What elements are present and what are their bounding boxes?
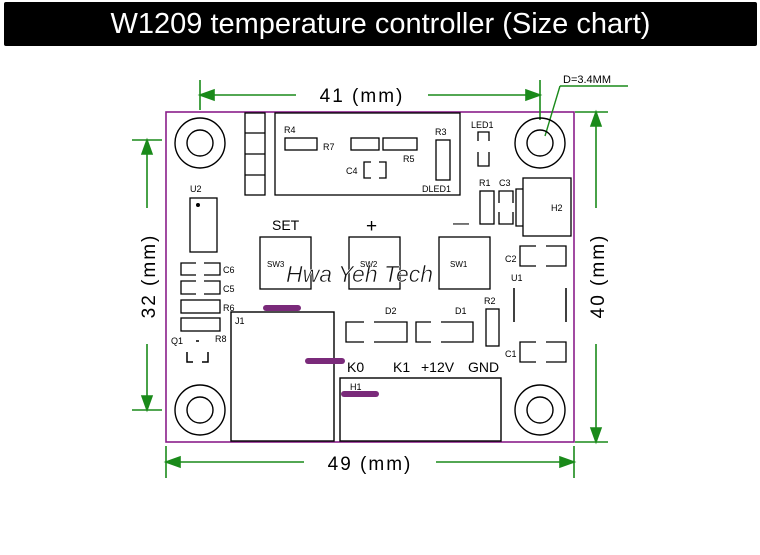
label-minus: —: [453, 215, 469, 232]
d1-outline: [415, 321, 474, 343]
label-sw1: SW1: [450, 260, 468, 269]
label-r4: R4: [284, 125, 296, 135]
label-u1: U1: [511, 273, 523, 283]
label-set: SET: [272, 217, 300, 233]
label-q1: Q1: [171, 336, 183, 346]
r8-outline: [180, 317, 221, 332]
page-title: W1209 temperature controller (Size chart…: [110, 8, 651, 40]
terminal-gnd: GND: [468, 359, 499, 375]
label-r8: R8: [215, 334, 227, 344]
label-c3: C3: [499, 178, 511, 188]
hole-diameter-label: D=3.4MM: [563, 74, 611, 86]
c2-outline: [519, 245, 567, 267]
c5-outline: [180, 280, 221, 295]
label-c1: C1: [505, 349, 517, 359]
label-c5: C5: [223, 284, 235, 294]
label-d2: D2: [385, 306, 397, 316]
dimension-left-label: 32 (mm): [139, 234, 160, 319]
label-h1: H1: [350, 382, 362, 392]
u1-outline: [513, 288, 567, 322]
label-d1: D1: [455, 306, 467, 316]
label-led1: LED1: [471, 120, 494, 130]
relay-j1: [230, 311, 335, 442]
label-u2: U2: [190, 184, 202, 194]
q1-outline: [186, 352, 209, 363]
label-r3: R3: [435, 127, 447, 137]
mounting-hole-bottom-left: [174, 384, 226, 436]
terminal-block-h1: [339, 377, 502, 442]
u2-chip: [189, 197, 218, 253]
label-r5: R5: [403, 154, 415, 164]
dimension-width-label: 41 (mm): [320, 86, 405, 107]
led1-outline: [477, 131, 490, 167]
c3-outline: [498, 190, 514, 225]
mounting-hole-top-left: [174, 117, 226, 169]
mounting-hole-bottom-right: [514, 384, 566, 436]
d2-outline: [345, 321, 408, 343]
label-r2: R2: [484, 296, 496, 306]
r2-outline: [485, 308, 500, 347]
label-h2: H2: [551, 203, 563, 213]
label-dled1: DLED1: [422, 184, 451, 194]
pcb-outline: [165, 111, 575, 443]
label-c2: C2: [505, 254, 517, 264]
label-j1: J1: [235, 316, 245, 326]
title-bar: W1209 temperature controller (Size chart…: [4, 2, 757, 46]
label-plus: +: [366, 216, 377, 237]
display-area: [244, 112, 461, 196]
mounting-hole-top-right: [514, 117, 566, 169]
c6-outline: [180, 262, 221, 276]
r1-outline: [479, 190, 495, 225]
button-sw2: [348, 236, 401, 290]
terminal-k1: K1: [393, 359, 410, 375]
label-c4: C4: [346, 166, 358, 176]
terminal-12v: +12V: [421, 359, 455, 375]
r6-outline: [180, 299, 221, 314]
dimension-total-width-label: 49 (mm): [328, 454, 413, 475]
label-r7: R7: [323, 142, 335, 152]
label-r1: R1: [479, 178, 491, 188]
label-r6: R6: [223, 303, 235, 313]
label-sw3: SW3: [267, 260, 285, 269]
label-c6: C6: [223, 265, 235, 275]
terminal-k0: K0: [347, 359, 364, 375]
dimension-right-label: 40 (mm): [588, 234, 609, 319]
c1-outline: [519, 341, 567, 363]
button-sw1: [438, 236, 491, 290]
watermark: Hwa Yeh Tech: [286, 261, 433, 287]
label-sw2: SW2: [360, 260, 378, 269]
button-sw3: [259, 236, 312, 290]
h2-connector: [522, 177, 572, 237]
hole-callout: [544, 85, 628, 137]
